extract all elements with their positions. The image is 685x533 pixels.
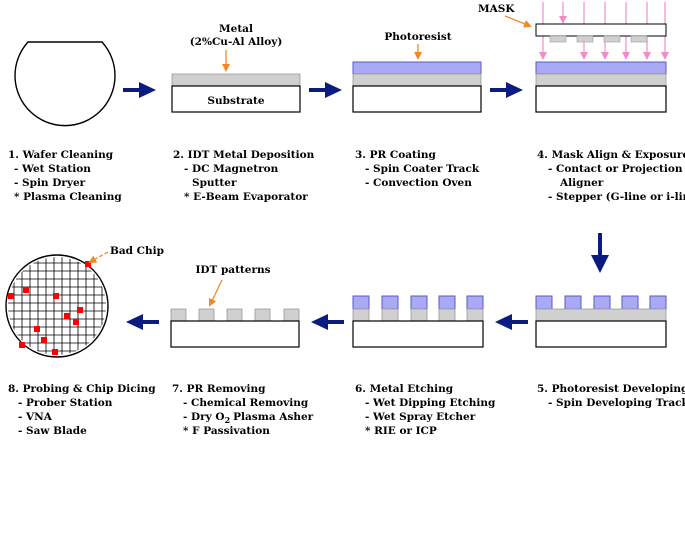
step1-highlight: * Plasma Cleaning	[14, 191, 122, 203]
substrate-block	[171, 85, 301, 113]
step5-item-1: - Spin Developing Track	[548, 397, 685, 409]
photoresist-layer	[535, 61, 667, 75]
flow-arrow-2-3	[309, 82, 342, 98]
bad-chip-marker	[64, 313, 70, 319]
step1-wafer	[14, 41, 116, 127]
bad-chips	[8, 261, 91, 355]
step2-item-2: Sputter	[192, 177, 237, 189]
step2-item-3: * E-Beam Evaporator	[184, 191, 308, 203]
caption-step5: 5. Photoresist Developing - Spin Develop…	[537, 383, 685, 409]
wafer-shape	[14, 41, 116, 127]
step7-pr-removing: IDT patterns	[170, 264, 300, 348]
substrate-block	[352, 320, 484, 348]
step6-item-2: - Wet Spray Etcher	[365, 411, 476, 423]
step1-item-2: - Spin Dryer	[14, 177, 86, 189]
caption-step6: 6. Metal Etching - Wet Dipping Etching -…	[355, 383, 496, 437]
flow-arrow-7-8	[126, 314, 159, 330]
bad-chip-callout-arrow	[88, 251, 109, 263]
substrate-label: Substrate	[207, 95, 265, 107]
substrate-block	[352, 85, 482, 113]
step8-wafer-map: Bad Chip	[5, 245, 164, 358]
step8-item-1: - Prober Station	[18, 397, 113, 409]
step6-title: 6. Metal Etching	[355, 383, 454, 395]
step4-title: 4. Mask Align & Exposure	[537, 149, 685, 161]
bad-chip-marker	[77, 307, 83, 313]
bad-chip-marker	[23, 287, 29, 293]
metal-label: Metal	[219, 23, 253, 35]
flow-arrow-4-5	[591, 233, 609, 273]
bad-chip-marker	[34, 326, 40, 332]
step4-item-1: - Contact or Projection	[548, 163, 683, 175]
metal-layer	[352, 73, 482, 87]
step3-item-2: - Convection Oven	[365, 177, 472, 189]
step1-title: 1. Wafer Cleaning	[8, 149, 114, 161]
step5-title: 5. Photoresist Developing	[537, 383, 685, 395]
substrate-block	[170, 320, 300, 348]
step4-item-3: - Stepper (G-line or i-line)	[548, 191, 685, 203]
metal-alloy-label: (2%Cu-Al Alloy)	[190, 36, 283, 48]
bad-chip-marker	[85, 261, 91, 267]
step8-title: 8. Probing & Chip Dicing	[8, 383, 156, 395]
wafer-outline	[5, 254, 109, 358]
idt-patterns-label: IDT patterns	[195, 264, 270, 276]
step3-title: 3. PR Coating	[355, 149, 437, 161]
mask-plate	[535, 23, 667, 37]
substrate-block	[535, 85, 667, 113]
photoresist-label: Photoresist	[384, 31, 451, 43]
mask-label: MASK	[478, 3, 515, 15]
metal-layer	[171, 73, 301, 87]
mask-pattern	[549, 35, 648, 43]
step8-item-3: - Saw Blade	[18, 425, 87, 437]
step6-item-1: - Wet Dipping Etching	[365, 397, 496, 409]
step4-item-2: Aligner	[559, 177, 604, 189]
bad-chip-marker	[73, 319, 79, 325]
step3-item-1: - Spin Coater Track	[365, 163, 480, 175]
idt-callout-arrow	[208, 279, 223, 307]
step5-pr-developing	[535, 295, 667, 348]
metal-layer	[535, 73, 667, 87]
step4-mask-exposure: MASK	[478, 2, 669, 113]
photoresist-layer	[352, 61, 482, 75]
caption-step4: 4. Mask Align & Exposure - Contact or Pr…	[537, 149, 685, 203]
step1-item-1: - Wet Station	[14, 163, 91, 175]
step7-highlight: * F Passivation	[183, 425, 270, 437]
step6-highlight: * RIE or ICP	[365, 425, 437, 437]
step8-item-2: - VNA	[18, 411, 53, 423]
bad-chip-marker	[53, 293, 59, 299]
caption-step1: 1. Wafer Cleaning - Wet Station - Spin D…	[8, 149, 122, 203]
caption-step3: 3. PR Coating - Spin Coater Track - Conv…	[355, 149, 480, 189]
step6-metal-etching	[352, 295, 484, 348]
step2-item-1: - DC Magnetron	[184, 163, 279, 175]
flow-arrow-3-4	[490, 82, 523, 98]
flow-arrow-5-6	[495, 314, 528, 330]
step7-item-1: - Chemical Removing	[183, 397, 309, 409]
bad-chip-marker	[52, 349, 58, 355]
caption-step7: 7. PR Removing - Chemical Removing - Dry…	[172, 383, 314, 437]
flow-arrow-6-7	[311, 314, 344, 330]
step2-metal-deposition: Metal (2%Cu-Al Alloy) Substrate	[171, 23, 301, 113]
flow-arrow-1-2	[123, 82, 156, 98]
mask-callout-arrow	[504, 15, 532, 28]
bad-chip-marker	[41, 337, 47, 343]
bad-chip-label: Bad Chip	[110, 245, 164, 257]
step2-title: 2. IDT Metal Deposition	[173, 149, 315, 161]
bad-chip-marker	[19, 342, 25, 348]
step7-title: 7. PR Removing	[172, 383, 266, 395]
substrate-block	[535, 320, 667, 348]
step3-pr-coating: Photoresist	[352, 31, 482, 113]
caption-step8: 8. Probing & Chip Dicing - Prober Statio…	[8, 383, 156, 437]
caption-step2: 2. IDT Metal Deposition - DC Magnetron S…	[173, 149, 315, 203]
metal-layer	[535, 308, 667, 322]
bad-chip-marker	[8, 293, 14, 299]
